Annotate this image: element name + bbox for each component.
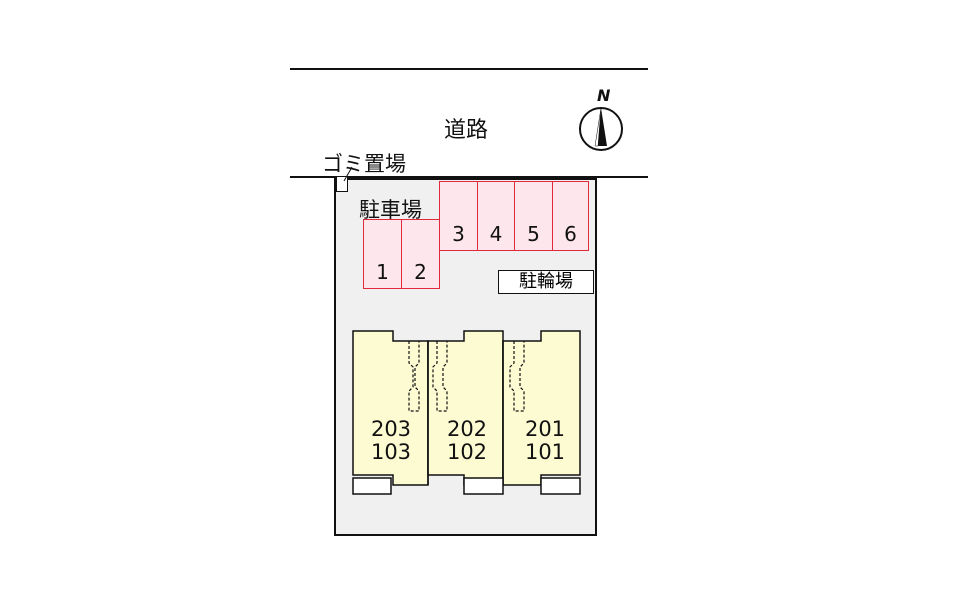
parking-space-number: 5: [527, 222, 540, 246]
unit-label: 202 102: [436, 418, 498, 464]
unit-label: 203 103: [360, 418, 422, 464]
parking-label: 駐車場: [359, 198, 422, 222]
compass-n-label: N: [597, 86, 611, 105]
garbage-area-label: ゴミ置場: [322, 152, 406, 176]
parking-space-number: 6: [564, 222, 577, 246]
unit-lower-number: 103: [370, 440, 412, 464]
road-bottom-edge: [290, 176, 648, 178]
parking-space: 4: [477, 181, 515, 251]
unit-upper-number: 201: [524, 417, 566, 441]
parking-space: 1: [363, 219, 402, 289]
road-label: 道路: [444, 118, 489, 143]
bicycle-parking: 駐輪場: [498, 270, 594, 294]
unit-upper-number: 203: [370, 417, 412, 441]
parking-space: 3: [439, 181, 478, 251]
unit-label: 201 101: [514, 418, 576, 464]
compass-north-icon: [579, 107, 623, 151]
parking-space-number: 1: [376, 260, 389, 284]
compass: N: [574, 86, 630, 154]
unit-lower-number: 102: [446, 440, 488, 464]
parking-space-number: 3: [452, 222, 465, 246]
road-top-edge: [290, 68, 648, 70]
garbage-leader-line: [343, 166, 353, 182]
parking-space-number: 4: [489, 222, 503, 246]
building-outline: [352, 330, 581, 495]
unit-lower-number: 101: [524, 440, 566, 464]
parking-space: 6: [552, 181, 589, 251]
parking-space-number: 2: [414, 260, 427, 284]
unit-upper-number: 202: [446, 417, 488, 441]
parking-space: 5: [514, 181, 553, 251]
parking-space: 2: [401, 219, 440, 289]
